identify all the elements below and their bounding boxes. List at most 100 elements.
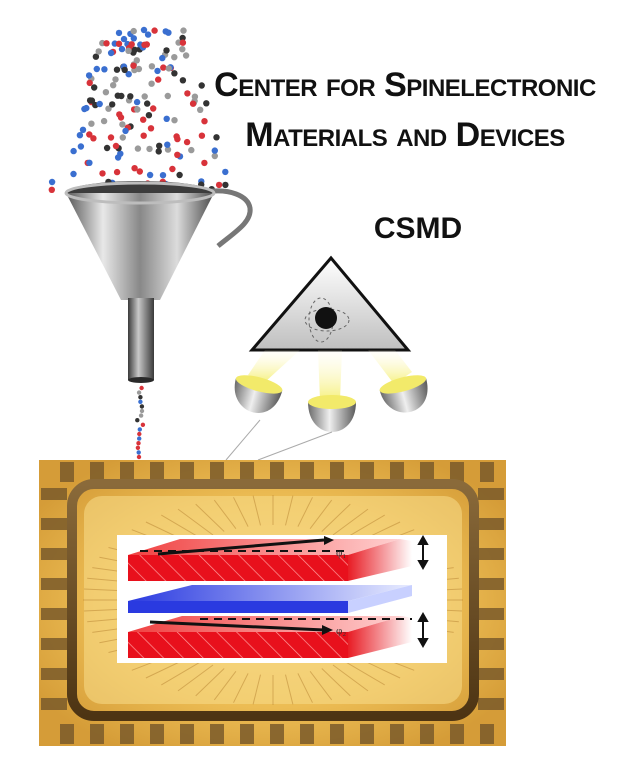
atom <box>180 27 187 34</box>
atom <box>213 134 220 141</box>
bond-pad <box>330 724 344 744</box>
bond-pad <box>478 668 504 680</box>
atom <box>176 171 183 179</box>
atom <box>211 152 218 160</box>
atom <box>119 134 127 141</box>
atom <box>139 385 144 391</box>
bond-pad <box>478 638 504 650</box>
atom <box>118 92 125 100</box>
bond-pad <box>450 462 464 482</box>
bond-pad <box>41 548 67 560</box>
bond-wire <box>309 499 333 530</box>
atom <box>119 121 126 128</box>
bond-pad <box>41 488 67 500</box>
atom <box>171 117 178 124</box>
bond-wire <box>195 668 225 697</box>
bond-pad <box>478 488 504 500</box>
atom <box>174 151 181 158</box>
atom <box>113 168 121 176</box>
atom <box>137 431 142 437</box>
atom <box>191 93 199 100</box>
bond-pad <box>60 462 74 482</box>
atom <box>159 172 167 179</box>
atom <box>120 35 128 43</box>
bond-pad <box>330 462 344 482</box>
atom <box>141 93 148 100</box>
bond-pad <box>450 724 464 744</box>
bond-wire <box>297 673 313 703</box>
bond-pad <box>478 608 504 620</box>
atom <box>88 120 95 127</box>
bond-wire <box>195 503 225 532</box>
atom-cloud <box>48 26 229 193</box>
atom <box>182 52 190 59</box>
atom <box>222 168 229 176</box>
atom <box>197 106 204 114</box>
atom <box>215 181 223 189</box>
bond-wire <box>252 495 261 526</box>
atom <box>135 445 141 450</box>
atom <box>188 146 195 154</box>
atom <box>130 49 137 56</box>
bond-pad <box>41 698 67 710</box>
atom <box>140 26 148 34</box>
bond-wire <box>309 670 333 701</box>
atom <box>136 454 142 460</box>
atom <box>93 65 101 73</box>
atom <box>201 159 208 167</box>
atom <box>198 82 205 89</box>
atom <box>146 145 153 153</box>
bond-pad <box>360 462 374 482</box>
atom <box>144 31 152 38</box>
evaporation-source-icon <box>234 375 428 432</box>
bond-pad <box>240 462 254 482</box>
bond-wire <box>332 508 369 536</box>
atom <box>173 133 180 140</box>
atom <box>134 145 142 152</box>
atom <box>203 100 210 107</box>
bond-pad <box>41 608 67 620</box>
atom <box>116 111 123 118</box>
bond-pad <box>41 668 67 680</box>
bond-pad <box>90 724 104 744</box>
atom <box>112 76 119 83</box>
bond-pad <box>180 462 194 482</box>
atom <box>140 116 147 123</box>
atom <box>85 72 93 79</box>
atom <box>136 168 143 175</box>
atom <box>179 46 186 53</box>
atom <box>146 171 154 179</box>
bond-wire <box>343 660 385 686</box>
atom <box>103 144 111 152</box>
atom <box>110 82 117 89</box>
bond-pads <box>41 462 504 744</box>
bond-wire <box>297 497 313 527</box>
evaporation-beams <box>248 350 412 400</box>
bond-pad <box>150 724 164 744</box>
atom <box>100 117 108 125</box>
bond-pad <box>41 518 67 530</box>
atom <box>171 70 178 77</box>
atom <box>101 66 108 73</box>
atom <box>159 54 166 62</box>
bond-pad <box>120 724 134 744</box>
bond-wire <box>213 670 237 701</box>
bond-wire <box>161 660 203 686</box>
bond-wire <box>321 668 351 697</box>
atom <box>201 118 208 125</box>
atom <box>96 100 103 108</box>
acronym-label: CSMD <box>373 212 463 245</box>
bond-pad <box>420 724 434 744</box>
bond-pad <box>480 462 494 482</box>
atom <box>138 399 143 404</box>
bond-pad <box>478 548 504 560</box>
atom <box>163 47 170 54</box>
funnel-icon <box>64 181 253 383</box>
atom <box>115 40 123 47</box>
bond-pad <box>41 578 67 590</box>
atom <box>107 134 115 141</box>
bond-pad <box>300 462 314 482</box>
atom <box>160 64 167 71</box>
bond-wire <box>321 503 351 532</box>
